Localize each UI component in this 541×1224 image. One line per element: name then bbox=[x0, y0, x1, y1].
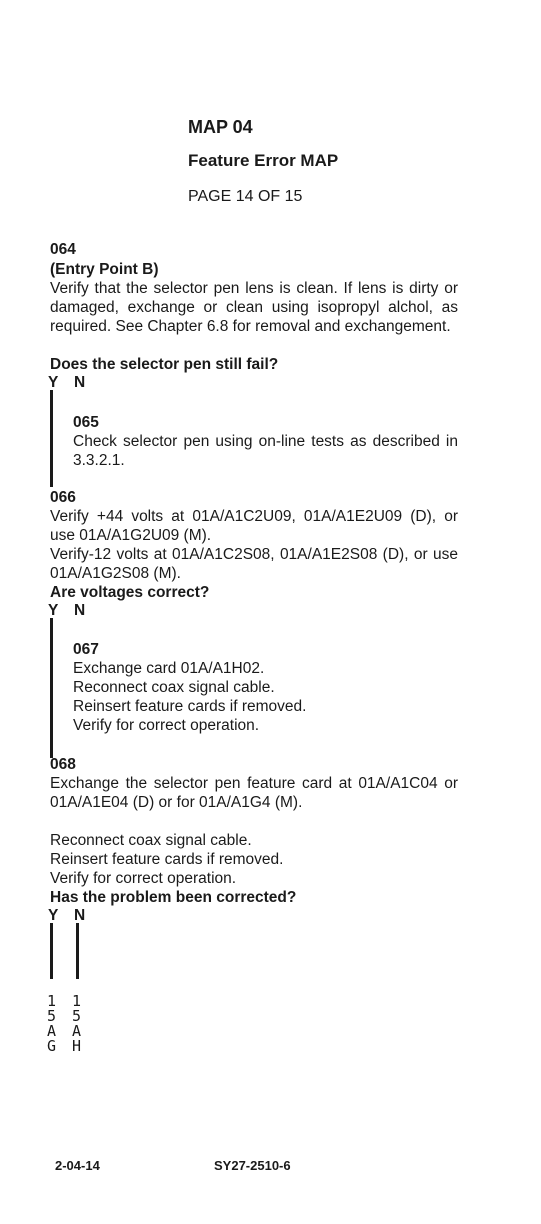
step-068-line: Verify for correct operation. bbox=[50, 870, 237, 887]
step-067-line: Reinsert feature cards if removed. bbox=[73, 698, 307, 715]
branch-yes-label: Y bbox=[48, 602, 59, 619]
footer-doc-id: SY27-2510-6 bbox=[214, 1158, 291, 1173]
offpage-connector-left: 1 5 A G bbox=[47, 994, 56, 1054]
step-066-text-1: Verify +44 volts at 01A/A1C2U09, 01A/A1E… bbox=[50, 508, 458, 544]
no-branch-line bbox=[76, 923, 79, 979]
connector-char: G bbox=[47, 1037, 57, 1055]
step-064-text: Verify that the selector pen lens is cle… bbox=[50, 280, 458, 335]
yes-branch-line bbox=[50, 390, 53, 487]
entry-point-label: (Entry Point B) bbox=[50, 261, 159, 278]
step-068-text: Exchange the selector pen feature card a… bbox=[50, 775, 458, 811]
connector-char: 1 bbox=[72, 992, 82, 1010]
connector-char: 1 bbox=[47, 992, 57, 1010]
connector-char: A bbox=[47, 1022, 57, 1040]
step-068-line: Reconnect coax signal cable. bbox=[50, 832, 252, 849]
branch-yes-label: Y bbox=[48, 907, 59, 924]
step-066-text-2: Verify-12 volts at 01A/A1C2S08, 01A/A1E2… bbox=[50, 546, 458, 582]
step-067-line: Verify for correct operation. bbox=[73, 717, 260, 734]
map-name: Feature Error MAP bbox=[188, 151, 339, 170]
yes-branch-line bbox=[50, 923, 53, 979]
step-067-line: Exchange card 01A/A1H02. bbox=[73, 660, 265, 677]
step-number-066: 066 bbox=[50, 489, 76, 506]
branch-yes-label: Y bbox=[48, 374, 59, 391]
step-068-question: Has the problem been corrected? bbox=[50, 889, 297, 906]
connector-char: H bbox=[72, 1037, 82, 1055]
step-number-065: 065 bbox=[73, 414, 99, 431]
yes-branch-line bbox=[50, 618, 53, 758]
step-number-064: 064 bbox=[50, 241, 76, 258]
map-title: MAP 04 bbox=[188, 117, 253, 137]
step-064-question: Does the selector pen still fail? bbox=[50, 356, 279, 373]
offpage-connector-right: 1 5 A H bbox=[72, 994, 81, 1054]
step-066-question: Are voltages correct? bbox=[50, 584, 210, 601]
branch-no-label: N bbox=[74, 374, 86, 391]
connector-char: 5 bbox=[72, 1007, 82, 1025]
step-065-text: Check selector pen using on-line tests a… bbox=[73, 433, 458, 469]
branch-no-label: N bbox=[74, 602, 86, 619]
page-indicator: PAGE 14 OF 15 bbox=[188, 188, 303, 205]
step-number-068: 068 bbox=[50, 756, 76, 773]
step-068-line: Reinsert feature cards if removed. bbox=[50, 851, 284, 868]
footer-page-id: 2-04-14 bbox=[55, 1158, 100, 1173]
step-067-line: Reconnect coax signal cable. bbox=[73, 679, 275, 696]
connector-char: A bbox=[72, 1022, 82, 1040]
branch-no-label: N bbox=[74, 907, 86, 924]
connector-char: 5 bbox=[47, 1007, 57, 1025]
step-number-067: 067 bbox=[73, 641, 99, 658]
